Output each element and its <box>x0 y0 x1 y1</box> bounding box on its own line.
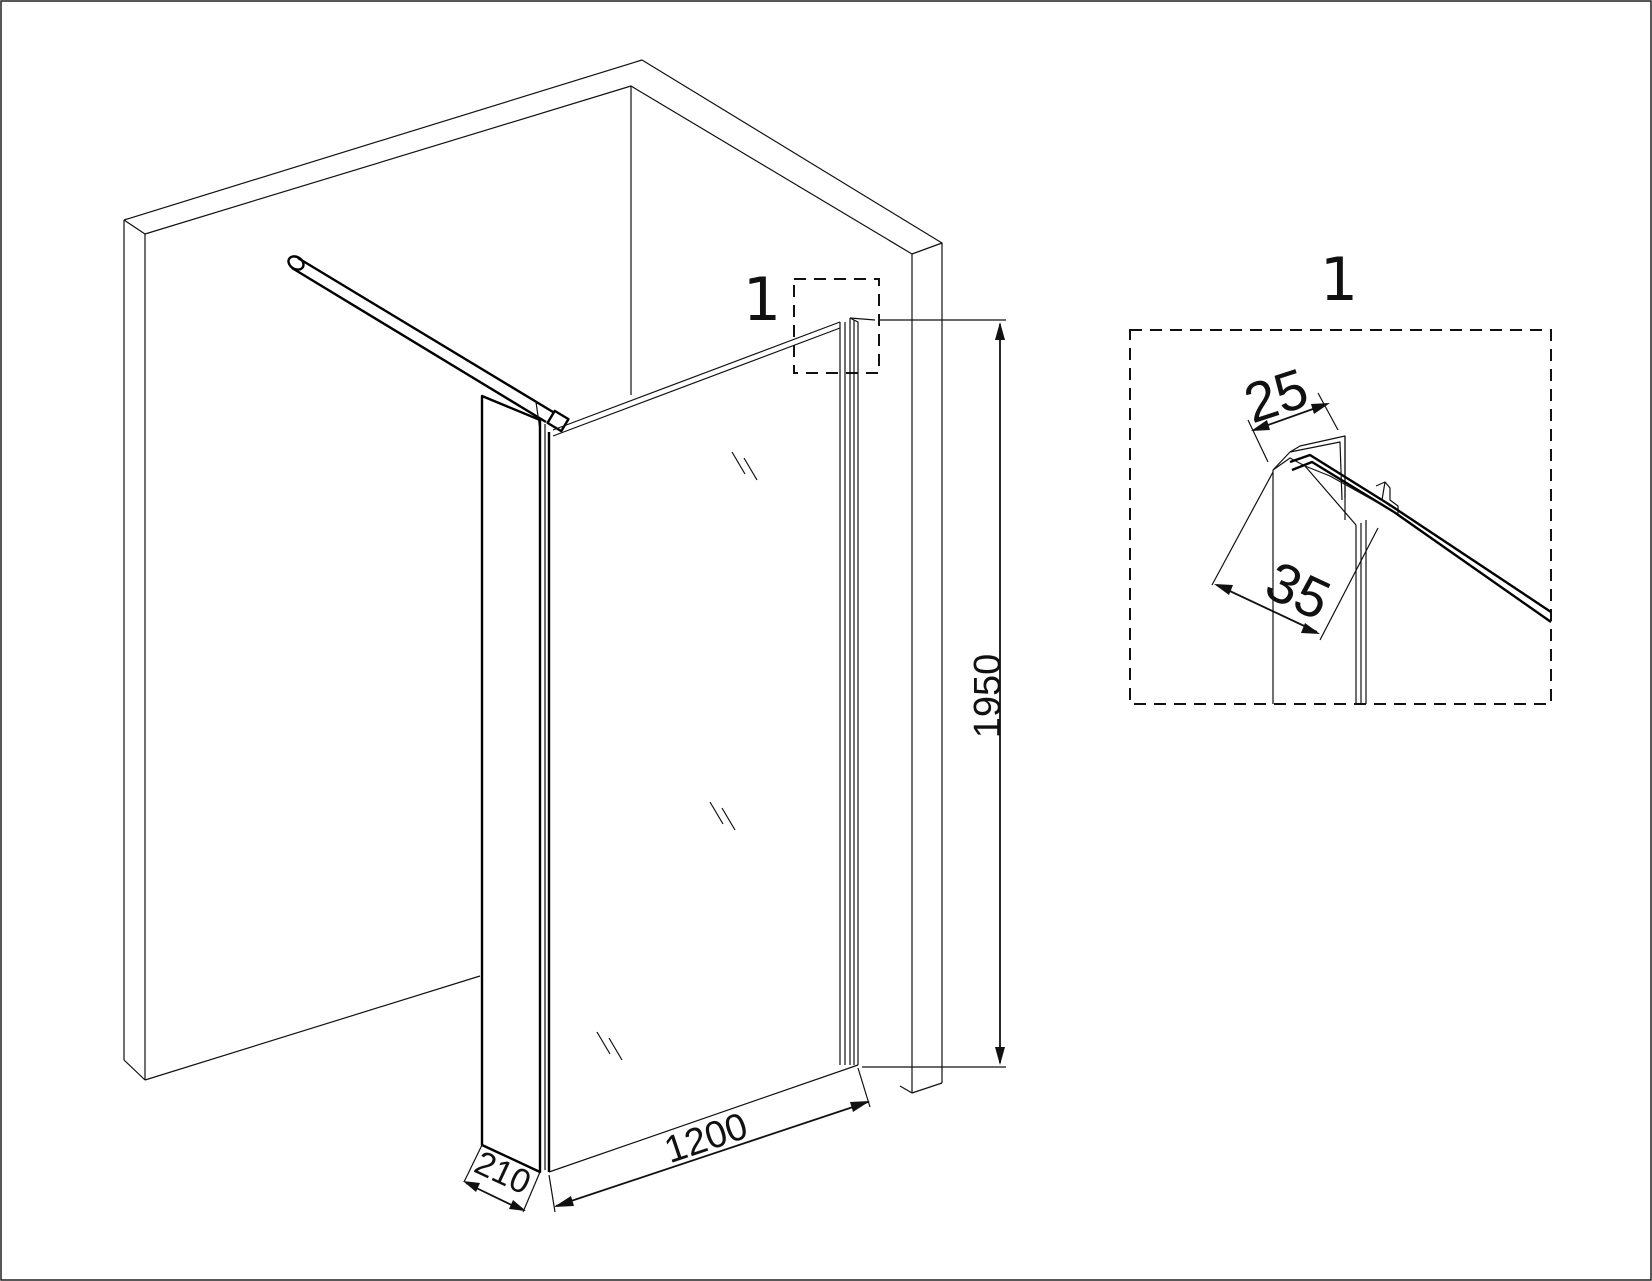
wall-profile <box>849 317 876 1065</box>
height-dimension: 1950 <box>862 319 1009 1068</box>
return-panel <box>463 394 546 1213</box>
detail-callout-box <box>793 278 880 374</box>
profile-width-dimension-label: 25 <box>1237 356 1316 435</box>
profile-depth-dimension: 35 <box>1211 471 1379 641</box>
detail-callout: 1 <box>743 265 880 374</box>
depth-dimension-label: 210 <box>469 1144 536 1202</box>
profile-section <box>1272 435 1552 704</box>
glass-panel <box>547 318 859 1173</box>
height-dimension-label: 1950 <box>967 654 1009 739</box>
stabilizer-bar <box>287 255 570 433</box>
detail-view-frame <box>1129 329 1552 705</box>
detail-view-label: 1 <box>1320 245 1358 315</box>
detail-callout-label: 1 <box>743 265 781 335</box>
width-dimension-label: 1200 <box>659 1105 753 1172</box>
corner-walls <box>123 59 943 1094</box>
depth-dimension: 210 <box>463 1144 536 1211</box>
profile-depth-dimension-label: 35 <box>1257 549 1340 632</box>
detail-view: 1 <box>1129 245 1552 705</box>
width-dimension: 1200 <box>548 1067 871 1213</box>
profile-width-dimension: 25 <box>1237 356 1339 463</box>
glass-reflection-marks <box>596 451 758 1061</box>
